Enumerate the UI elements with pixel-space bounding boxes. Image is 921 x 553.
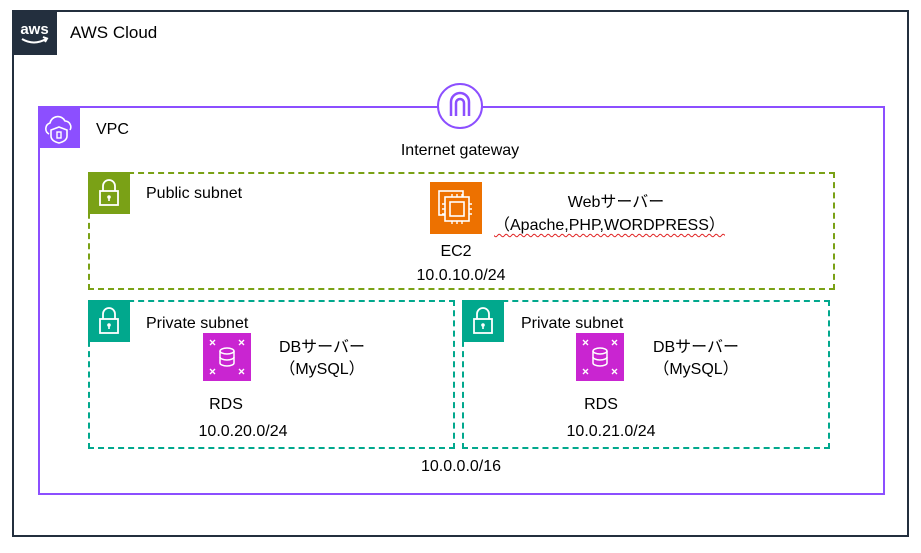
lock-icon [88,300,130,342]
vpc-cidr: 10.0.0.0/16 [420,458,502,475]
aws-cloud-label: AWS Cloud [70,23,158,42]
private-subnet-label: Private subnet [521,315,624,332]
private-subnet-cidr: 10.0.20.0/24 [198,423,288,440]
db-server-engine-label: （MySQL） [279,361,365,378]
db-server-engine-label: （MySQL） [653,361,739,378]
rds-label: RDS [584,396,618,413]
public-subnet-group [88,172,835,290]
ec2-label: EC2 [440,243,472,260]
db-server-role-label: DBサーバー [278,339,366,356]
ec2-instance-icon [430,182,482,234]
aws-logo-icon: aws [12,10,57,55]
rds-database-icon [576,333,624,381]
lock-icon [462,300,504,342]
private-subnet-label: Private subnet [146,315,249,332]
private-subnet-group [462,300,830,449]
aws-cloud-group [12,10,909,537]
vpc-label: VPC [96,121,129,138]
web-server-role-label: Webサーバー [567,194,665,211]
public-subnet-label: Public subnet [146,185,243,202]
internet-gateway-label: Internet gateway [400,142,520,159]
rds-database-icon [203,333,251,381]
internet-gateway-icon [436,82,484,130]
aws-logo-text: aws [20,21,48,38]
vpc-cloud-shield-icon [38,106,80,148]
private-subnet-cidr: 10.0.21.0/24 [566,423,656,440]
rds-label: RDS [209,396,243,413]
private-subnet-group [88,300,455,449]
db-server-role-label: DBサーバー [652,339,740,356]
lock-icon [88,172,130,214]
public-subnet-cidr: 10.0.10.0/24 [416,267,506,284]
web-server-stack-label: （Apache,PHP,WORDPRESS） [494,217,725,234]
